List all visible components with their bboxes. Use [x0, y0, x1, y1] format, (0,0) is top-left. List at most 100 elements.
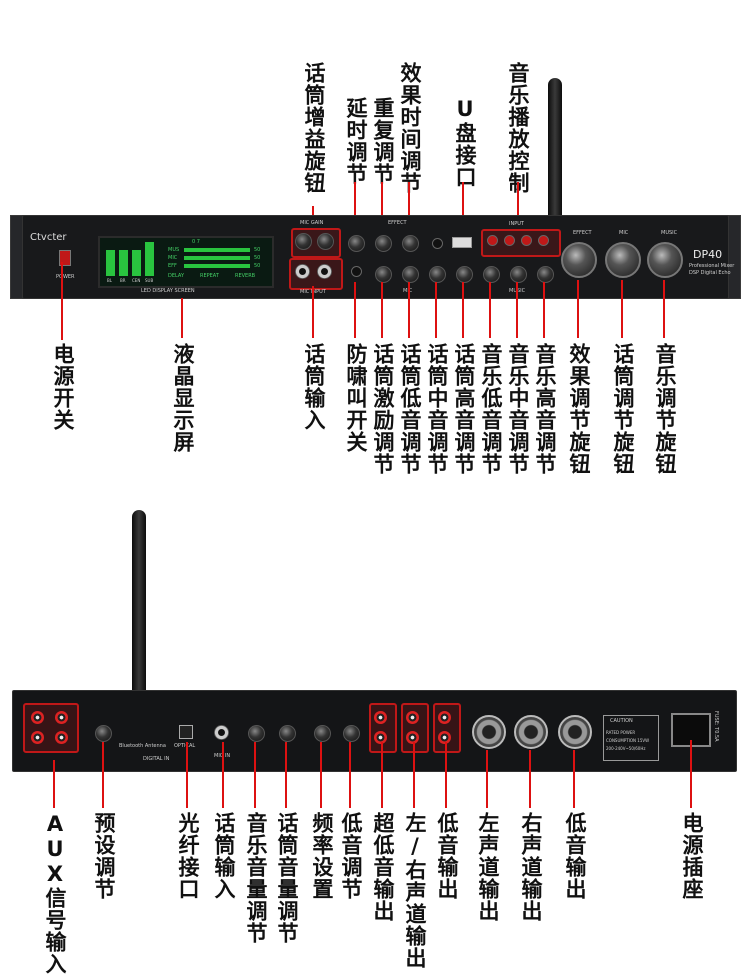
lcd-bar-label: BL [107, 278, 112, 283]
feedback-switch[interactable] [351, 266, 362, 277]
mic-gain-label: MIC GAIN [300, 220, 324, 226]
mic-mid-knob[interactable] [429, 266, 446, 283]
caution-text: CAUTION [610, 718, 633, 724]
label-music-volume: 音乐音量调节 [244, 812, 268, 944]
effect-button[interactable] [432, 238, 443, 249]
label-music-bass: 音乐低音调节 [479, 343, 503, 475]
model-subtitle-2: DSP Digital Echo [689, 270, 731, 276]
power-switch-label: POWER [56, 274, 75, 280]
consumption-text: CONSUMPTION 15VW [606, 738, 650, 743]
label-usb-port: U盘接口 [453, 97, 477, 188]
label-delay-adjust: 延时调节 [344, 97, 368, 185]
rear-mic-input-jack[interactable] [214, 725, 229, 740]
mic-input-jack-1[interactable] [295, 264, 310, 279]
bass-xlr-output[interactable] [558, 715, 592, 749]
lcd-row-label: MIC [168, 255, 178, 261]
lcd-bar-label: SUB [145, 278, 154, 283]
label-feedback-switch: 防啸叫开关 [344, 343, 368, 453]
mic-treble-knob[interactable] [456, 266, 473, 283]
lr-out-jack[interactable] [406, 711, 419, 724]
aux-rca-jack[interactable] [55, 711, 68, 724]
preset-knob[interactable] [95, 725, 112, 742]
effect-section-label: EFFECT [388, 220, 407, 226]
label-effect-time-adjust: 效果时间调节 [398, 62, 422, 194]
lcd-value: 50 [254, 263, 261, 269]
label-power-socket: 电源插座 [680, 812, 704, 900]
lcd-row-label: EFF [168, 263, 177, 269]
rear-panel: Bluetooth Antenna DIGITAL IN OPTICAL MIC… [12, 690, 737, 772]
repeat-knob[interactable] [375, 235, 392, 252]
aux-rca-jack[interactable] [55, 731, 68, 744]
label-mic-exciter: 话筒激励调节 [371, 343, 395, 475]
label-music-treble: 音乐高音调节 [533, 343, 557, 475]
label-bass-adjust: 低音调节 [339, 812, 363, 900]
mic-exciter-knob[interactable] [375, 266, 392, 283]
bluetooth-antenna-label: Bluetooth Antenna [119, 743, 166, 749]
label-lcd-screen: 液晶显示屏 [171, 343, 195, 453]
input-section-label: INPUT [509, 221, 524, 227]
mic-input-jack-2[interactable] [317, 264, 332, 279]
aux-rca-jack[interactable] [31, 731, 44, 744]
caution-label: CAUTION RATED POWER CONSUMPTION 15VW 200… [603, 715, 659, 761]
frequency-knob[interactable] [314, 725, 331, 742]
voltage-text: 200-240V~50/60Hz [606, 746, 646, 751]
music-mid-knob[interactable] [510, 266, 527, 283]
bass-out-jack[interactable] [438, 711, 451, 724]
model-name: DP40 [693, 248, 723, 261]
lcd-value: 50 [254, 255, 261, 261]
label-lr-output: 左/右声道输出 [403, 812, 427, 969]
optical-port[interactable] [179, 725, 193, 739]
subwoofer-out-jack[interactable] [374, 731, 387, 744]
music-volume-rear-knob[interactable] [248, 725, 265, 742]
play-control-button-4[interactable] [538, 235, 549, 246]
model-subtitle-1: Professional Mixer [689, 263, 735, 269]
label-subwoofer-output: 超低音输出 [371, 812, 395, 922]
right-xlr-output[interactable] [514, 715, 548, 749]
lcd-button: REVERB [235, 273, 256, 279]
lcd-top-readout: 0 7 [192, 239, 200, 245]
play-control-button-3[interactable] [521, 235, 532, 246]
bass-out-jack[interactable] [438, 731, 451, 744]
mic-volume-knob[interactable] [605, 242, 641, 278]
front-panel: Ctvcter POWER BL BR CEN SUB 0 7 MUS MIC … [22, 215, 734, 299]
label-frequency-setting: 频率设置 [310, 812, 334, 900]
lcd-bar-label: CEN [132, 278, 141, 283]
play-control-button-1[interactable] [487, 235, 498, 246]
label-mic-volume: 话筒音量调节 [275, 812, 299, 944]
effect-knob-label: EFFECT [573, 230, 592, 236]
music-bass-knob[interactable] [483, 266, 500, 283]
label-rear-mic-input: 话筒输入 [212, 812, 236, 900]
music-knob-label: MUSIC [661, 230, 678, 236]
mic-bass-knob[interactable] [402, 266, 419, 283]
play-control-button-2[interactable] [504, 235, 515, 246]
mic-gain-knob-2[interactable] [317, 233, 334, 250]
label-effect-knob: 效果调节旋钮 [567, 343, 591, 475]
effect-volume-knob[interactable] [561, 242, 597, 278]
subwoofer-out-jack[interactable] [374, 711, 387, 724]
aux-rca-jack[interactable] [31, 711, 44, 724]
label-mic-gain-knob: 话筒增益旋钮 [302, 62, 326, 194]
music-volume-knob[interactable] [647, 242, 683, 278]
label-mic-input: 话筒输入 [302, 343, 326, 431]
lr-out-jack[interactable] [406, 731, 419, 744]
digital-in-label: DIGITAL IN [143, 756, 170, 762]
optical-label: OPTICAL [174, 743, 196, 749]
bass-rear-knob[interactable] [343, 725, 360, 742]
fuse-text: FUSE: T0.5A [713, 711, 719, 742]
usb-port[interactable] [452, 237, 472, 248]
label-bass-output-rca: 低音输出 [435, 812, 459, 900]
left-xlr-output[interactable] [472, 715, 506, 749]
music-treble-knob[interactable] [537, 266, 554, 283]
lcd-bar-label: BR [120, 278, 126, 283]
lcd-screen: BL BR CEN SUB 0 7 MUS MIC EFF 50 50 50 D… [98, 236, 274, 288]
label-music-playback: 音乐播放控制 [506, 62, 530, 194]
delay-knob[interactable] [348, 235, 365, 252]
label-music-mid: 音乐中音调节 [506, 343, 530, 475]
mic-knob-label: MIC [619, 230, 629, 236]
mic-gain-knob-1[interactable] [295, 233, 312, 250]
reverb-time-knob[interactable] [402, 235, 419, 252]
mic-volume-rear-knob[interactable] [279, 725, 296, 742]
product-diagram: 话筒增益旋钮 延时调节 重复调节 效果时间调节 U盘接口 音乐播放控制 Ctvc… [10, 62, 741, 975]
label-preset-adjust: 预设调节 [92, 812, 116, 900]
label-mic-mid: 话筒中音调节 [425, 343, 449, 475]
